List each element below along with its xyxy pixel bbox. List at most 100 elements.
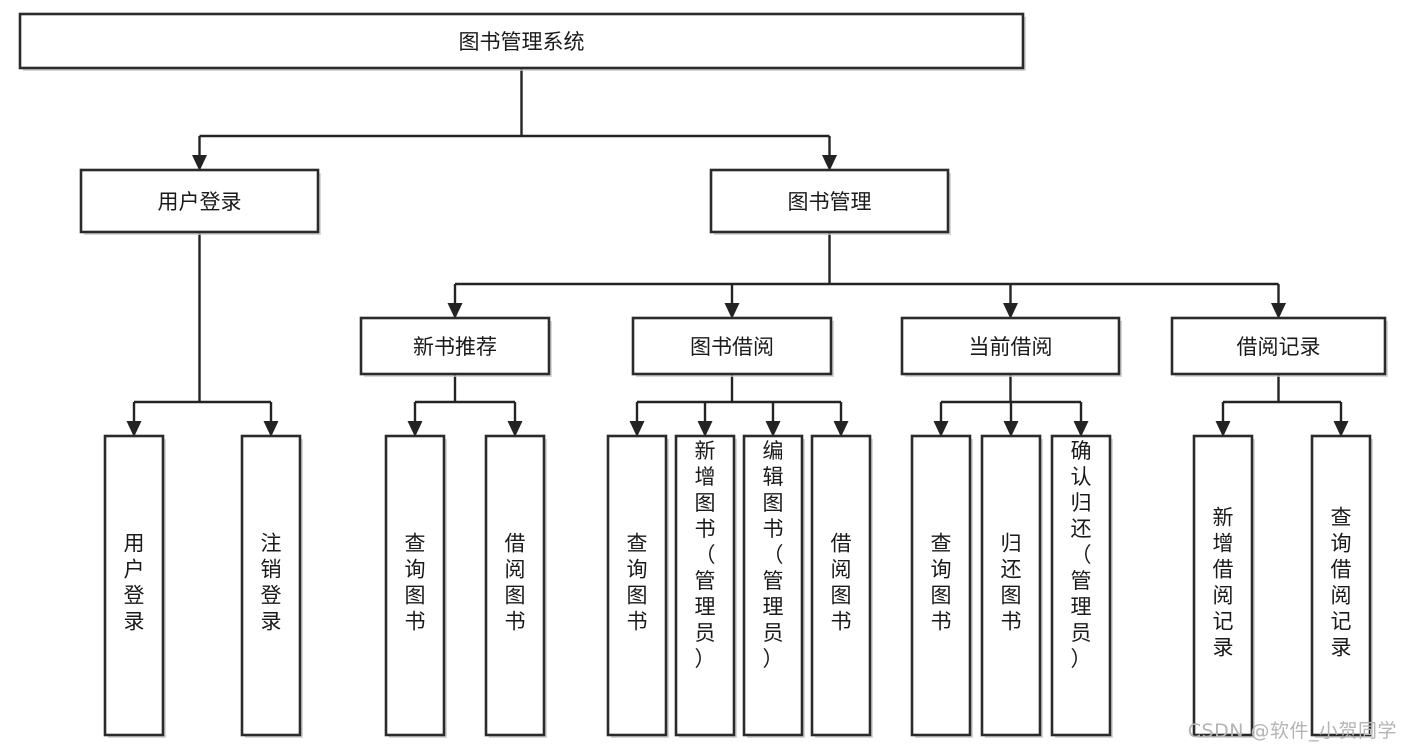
node-label: 注销登录 — [261, 532, 282, 634]
node-leaf-logout-login[interactable]: 注销登录 — [240, 434, 303, 738]
node-book-borrow[interactable]: 图书借阅 — [631, 316, 834, 377]
node-leaf-user-login[interactable]: 用户登录 — [103, 434, 166, 738]
node-user-login[interactable]: 用户登录 — [79, 168, 321, 235]
arrow-head-icon — [822, 155, 837, 171]
node-leaf-borrow-book-recommend[interactable]: 借阅图书 — [484, 434, 547, 738]
edge-bm-new-book-recommend — [447, 284, 463, 319]
node-box[interactable] — [484, 434, 546, 737]
node-box[interactable] — [240, 434, 302, 737]
edge-bb-query — [629, 402, 645, 437]
edge-root-user-login — [192, 136, 207, 171]
node-current-borrow[interactable]: 当前借阅 — [900, 316, 1122, 377]
node-box[interactable] — [810, 434, 872, 737]
node-box[interactable] — [900, 316, 1121, 376]
node-label: 查询借阅记录 — [1331, 506, 1352, 660]
node-box[interactable] — [910, 434, 972, 737]
edge-bb-borrow — [833, 402, 849, 437]
node-label: 确认归还（管理员） — [1071, 439, 1092, 671]
node-box[interactable] — [709, 168, 950, 234]
arrow-head-icon — [263, 421, 279, 437]
node-label: 图书借阅 — [690, 335, 774, 359]
node-label: 查询图书 — [627, 532, 648, 634]
edge-group-current-borrow — [933, 374, 1089, 437]
node-box[interactable] — [1170, 316, 1387, 376]
node-box[interactable] — [1050, 434, 1112, 737]
node-box[interactable] — [359, 316, 551, 376]
node-box[interactable] — [384, 434, 446, 737]
arrow-head-icon — [933, 421, 949, 437]
node-borrow-record[interactable]: 借阅记录 — [1170, 316, 1388, 377]
node-leaf-edit-book[interactable]: 编辑图书（管理员） — [742, 434, 805, 738]
arrow-head-icon — [1271, 303, 1286, 319]
edge-group-new-book-recommend — [407, 374, 523, 437]
node-label: 编辑图书（管理员） — [763, 439, 784, 671]
edge-root-book-management — [822, 136, 837, 171]
node-leaf-query-borrow-record[interactable]: 查询借阅记录 — [1310, 434, 1373, 738]
arrow-head-icon — [407, 421, 423, 437]
node-root[interactable]: 图书管理系统 — [18, 12, 1026, 71]
node-box[interactable] — [674, 434, 736, 737]
edge-ul-leaf-logout-login — [263, 402, 279, 437]
arrow-head-icon — [697, 421, 713, 437]
node-leaf-borrow-book[interactable]: 借阅图书 — [810, 434, 873, 738]
arrow-head-icon — [507, 421, 523, 437]
arrow-head-icon — [1073, 421, 1089, 437]
arrow-head-icon — [724, 303, 740, 319]
node-label: 借阅记录 — [1237, 335, 1321, 359]
node-box[interactable] — [742, 434, 804, 737]
node-layer: 图书管理系统用户登录图书管理新书推荐图书借阅当前借阅借阅记录用户登录注销登录查询… — [18, 12, 1388, 738]
edge-br-add — [1215, 402, 1231, 437]
arrow-head-icon — [1215, 421, 1231, 437]
edge-group-root — [192, 68, 837, 171]
node-leaf-query-book-recommend[interactable]: 查询图书 — [384, 434, 447, 738]
node-leaf-add-book[interactable]: 新增图书（管理员） — [674, 434, 737, 738]
node-label: 用户登录 — [158, 190, 242, 214]
node-new-book-recommend[interactable]: 新书推荐 — [359, 316, 552, 377]
node-box[interactable] — [1310, 434, 1372, 737]
edge-bb-edit — [765, 402, 781, 437]
node-box[interactable] — [980, 434, 1042, 737]
edge-group-book-management — [447, 232, 1286, 319]
node-label: 图书管理系统 — [459, 30, 585, 54]
node-box[interactable] — [631, 316, 833, 376]
arrow-head-icon — [1333, 421, 1349, 437]
node-box[interactable] — [18, 12, 1025, 70]
connector-layer — [126, 68, 1349, 437]
node-leaf-confirm-return[interactable]: 确认归还（管理员） — [1050, 434, 1113, 738]
node-box[interactable] — [103, 434, 165, 737]
node-book-management[interactable]: 图书管理 — [709, 168, 951, 235]
edge-bm-current-borrow — [1003, 284, 1018, 319]
node-box[interactable] — [79, 168, 320, 234]
node-label: 新增图书（管理员） — [695, 439, 716, 671]
node-label: 借阅图书 — [505, 532, 526, 634]
arrow-head-icon — [126, 421, 142, 437]
node-label: 当前借阅 — [969, 335, 1053, 359]
edge-group-user-login — [126, 232, 279, 437]
edge-nbr-borrow — [507, 402, 523, 437]
node-leaf-query-book-current[interactable]: 查询图书 — [910, 434, 973, 738]
node-box[interactable] — [1192, 434, 1254, 737]
edge-cb-return — [1003, 402, 1019, 437]
arrow-head-icon — [1003, 421, 1019, 437]
edge-ul-leaf-user-login — [126, 402, 142, 437]
node-leaf-return-book[interactable]: 归还图书 — [980, 434, 1043, 738]
node-box[interactable] — [606, 434, 668, 737]
edge-bm-book-borrow — [724, 284, 740, 319]
edge-cb-query — [933, 402, 949, 437]
node-label: 用户登录 — [124, 532, 145, 634]
edge-nbr-query — [407, 402, 423, 437]
arrow-head-icon — [833, 421, 849, 437]
edge-group-book-borrow — [629, 374, 849, 437]
arrow-head-icon — [765, 421, 781, 437]
node-leaf-add-borrow-record[interactable]: 新增借阅记录 — [1192, 434, 1255, 738]
edge-cb-confirm — [1073, 402, 1089, 437]
node-label: 新增借阅记录 — [1213, 506, 1234, 660]
node-label: 查询图书 — [405, 532, 426, 634]
node-leaf-query-book-borrow[interactable]: 查询图书 — [606, 434, 669, 738]
arrow-head-icon — [447, 303, 463, 319]
edge-bb-add — [697, 402, 713, 437]
node-label: 新书推荐 — [413, 335, 497, 359]
node-label: 查询图书 — [931, 532, 952, 634]
